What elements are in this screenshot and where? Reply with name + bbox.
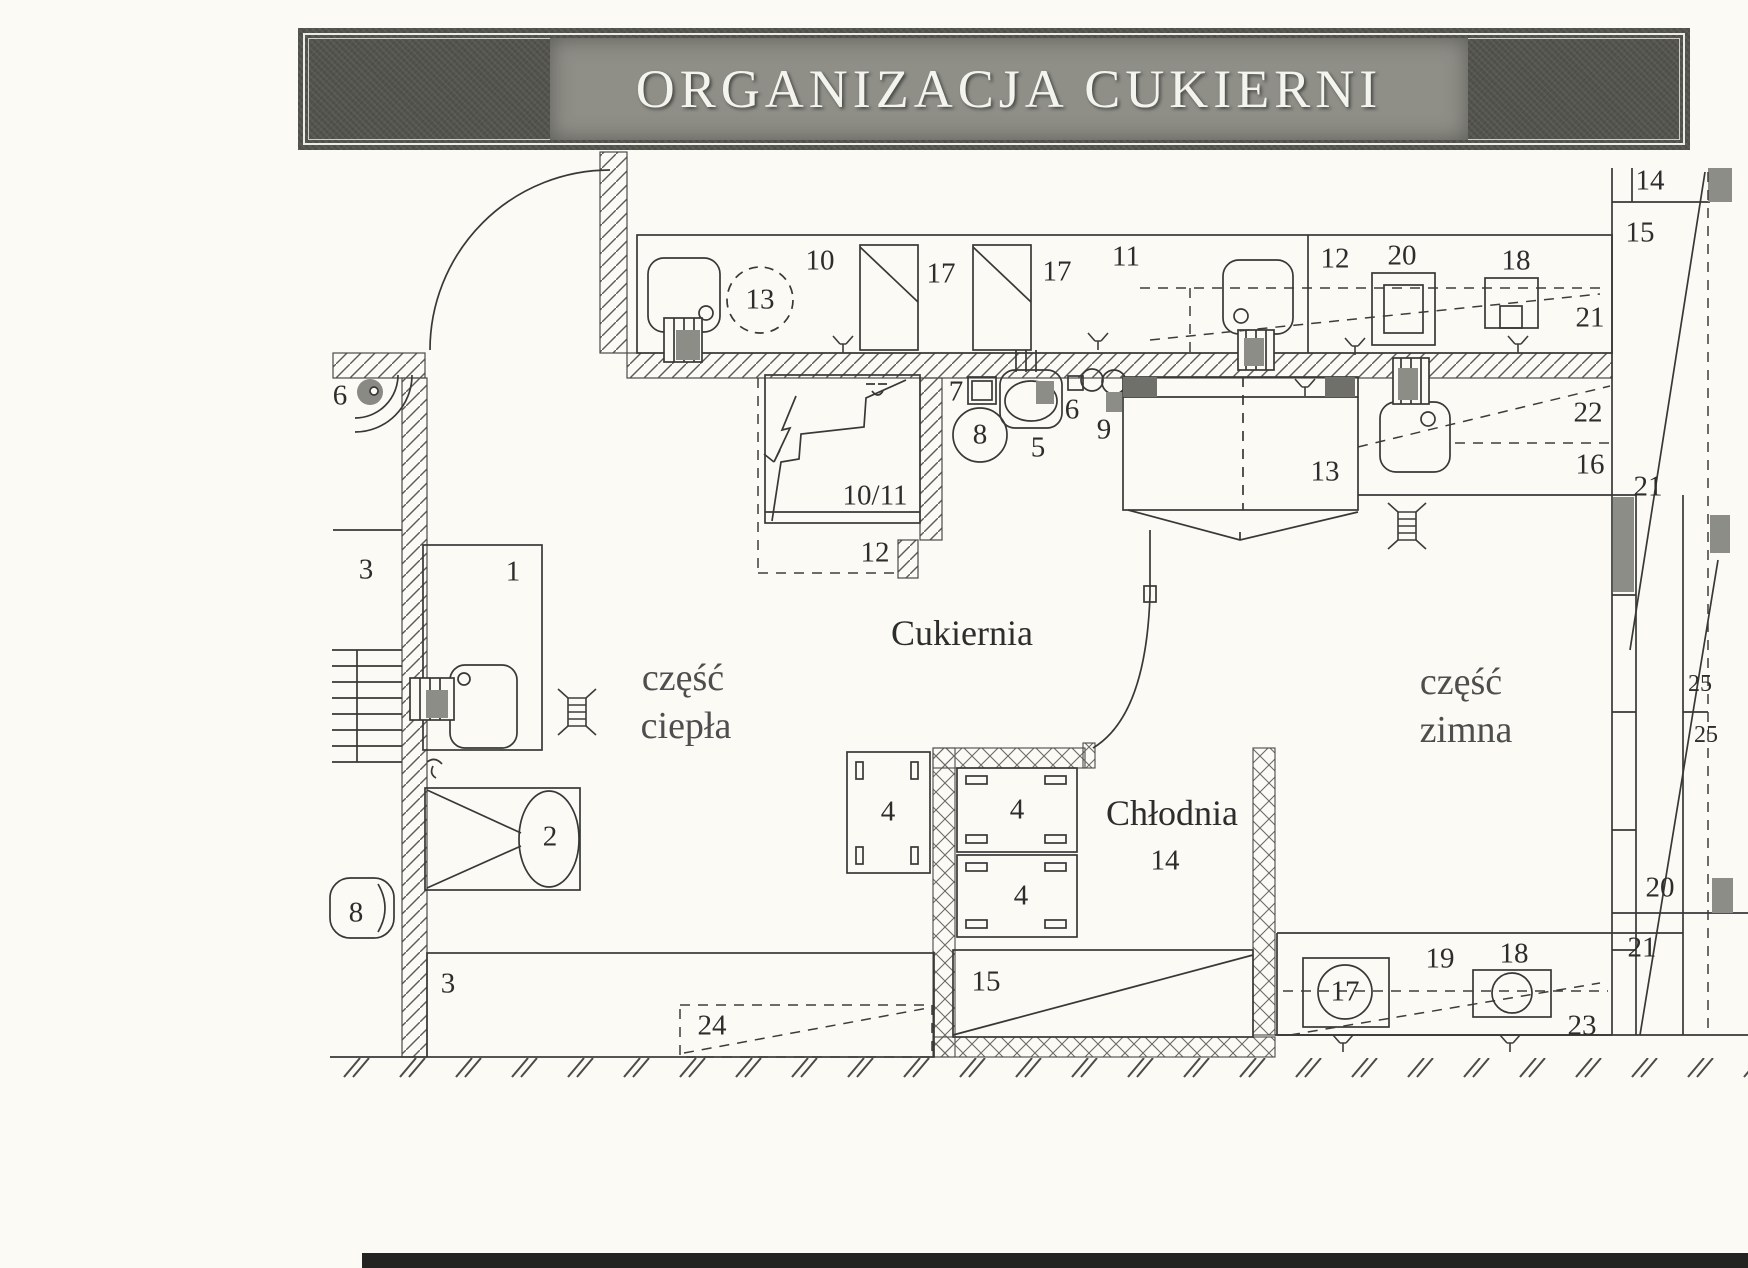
title-banner: ORGANIZACJA CUKIERNI [298,28,1690,150]
scan-edge-bar [362,1253,1748,1268]
walls-coldroom [932,742,1276,1058]
title-panel: ORGANIZACJA CUKIERNI [550,38,1468,140]
gray-fills [1613,168,1733,913]
dashed-lines [679,172,1709,1058]
room-outlines [332,168,1748,1036]
equipment [329,257,1552,1058]
page-title: ORGANIZACJA CUKIERNI [635,59,1383,119]
